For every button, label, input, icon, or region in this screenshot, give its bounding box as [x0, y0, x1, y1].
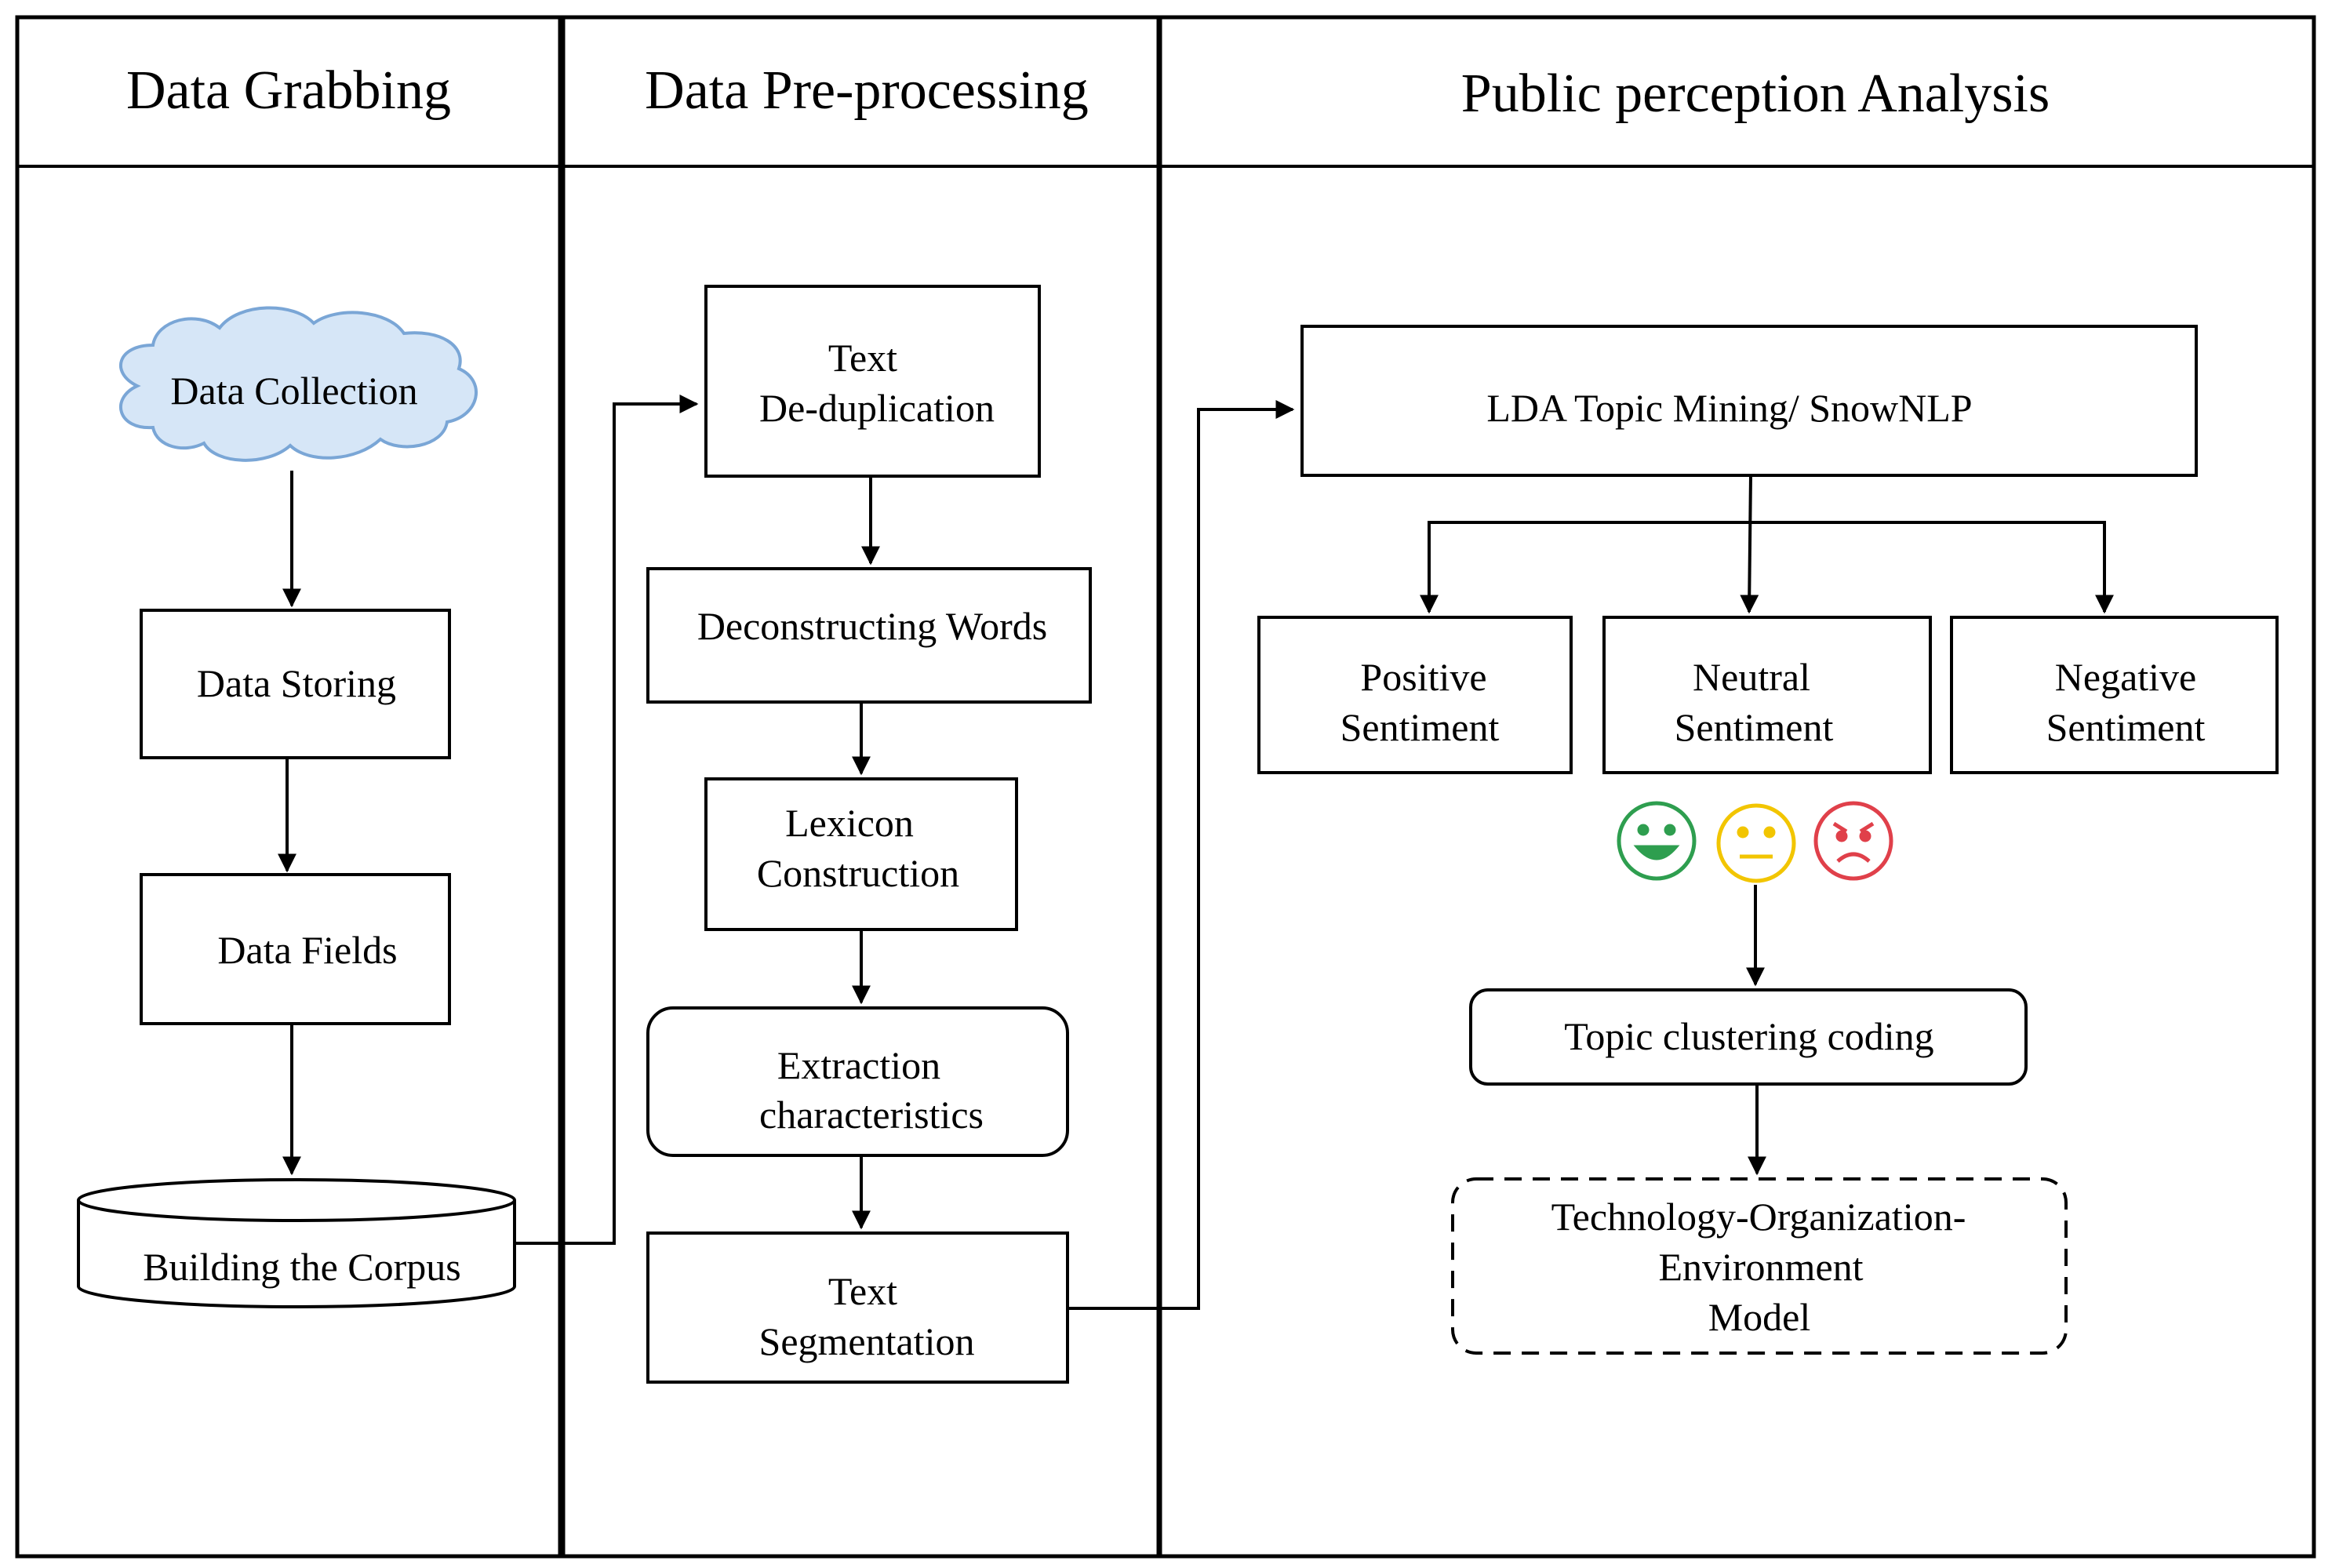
arrow-segmentation-to-lda	[1068, 400, 1295, 1310]
data-fields-label: Data Fields	[217, 928, 397, 972]
extraction-label-1: Extraction	[777, 1043, 940, 1087]
positive-label-1: Positive	[1360, 655, 1486, 699]
building-corpus-node: Building the Corpus	[77, 1178, 516, 1308]
data-collection-node: Data Collection	[118, 306, 478, 462]
negative-label-1: Negative	[2055, 655, 2196, 699]
cloud-shape	[118, 306, 478, 462]
positive-sentiment-node: Positive Sentiment	[1257, 616, 1573, 774]
neutral-face-icon	[1716, 803, 1796, 883]
cylinder-top	[77, 1178, 516, 1222]
extraction-characteristics-node: Extraction characteristics	[646, 1006, 1069, 1157]
text-segmentation-node: Text Segmentation	[646, 1231, 1069, 1384]
segmentation-label-2: Segmentation	[759, 1319, 975, 1363]
lda-node: LDA Topic Mining/ SnowNLP	[1300, 325, 2198, 477]
data-collection-label: Data Collection	[170, 369, 417, 413]
deconstructing-words-label: Deconstructing Words	[697, 604, 1047, 648]
data-storing-node: Data Storing	[140, 609, 451, 759]
lda-label: LDA Topic Mining/ SnowNLP	[1486, 386, 1972, 430]
connectors	[278, 395, 2114, 1310]
cylinder-shape	[77, 1200, 516, 1308]
data-storing-label: Data Storing	[197, 661, 396, 705]
arrow-corpus-to-dedup	[515, 395, 699, 1245]
deconstructing-words-node: Deconstructing Words	[646, 567, 1092, 704]
column-header-preprocessing: Data Pre-processing	[645, 60, 1089, 121]
lexicon-construction-node: Lexicon Construction	[704, 777, 1018, 931]
neutral-label-2: Sentiment	[1675, 705, 1834, 749]
neutral-sentiment-node: Neutral Sentiment	[1602, 616, 1932, 774]
smiley-face-icon	[1617, 801, 1697, 881]
toe-label-1: Technology-Organization-	[1551, 1195, 1966, 1239]
neutral-label-1: Neutral	[1693, 655, 1810, 699]
text-dedup-label-1: Text	[828, 336, 897, 380]
text-dedup-label-2: De-duplication	[759, 386, 995, 430]
text-dedup-node: Text De-duplication	[704, 285, 1041, 478]
column-header-grabbing: Data Grabbing	[126, 60, 451, 121]
building-corpus-label: Building the Corpus	[143, 1245, 461, 1289]
negative-sentiment-node: Negative Sentiment	[1950, 616, 2279, 774]
toe-label-2: Environment	[1658, 1245, 1863, 1289]
data-fields-node: Data Fields	[140, 873, 451, 1025]
topic-clustering-label: Topic clustering coding	[1564, 1014, 1933, 1058]
segmentation-label-1: Text	[828, 1269, 897, 1313]
toe-model-node: Technology-Organization- Environment Mod…	[1451, 1177, 2068, 1355]
column-header-analysis: Public perception Analysis	[1461, 64, 2050, 124]
extraction-label-2: characteristics	[759, 1093, 984, 1137]
arrow-lda-to-negative	[1751, 521, 2114, 614]
lexicon-label-1: Lexicon	[785, 801, 914, 845]
lexicon-label-2: Construction	[757, 851, 959, 895]
topic-clustering-node: Topic clustering coding	[1469, 988, 2028, 1086]
toe-label-3: Model	[1708, 1295, 1811, 1339]
angry-face-icon	[1813, 801, 1893, 881]
arrow-lda-to-neutral	[1740, 475, 1759, 614]
frame	[15, 15, 2316, 1559]
outer-border	[15, 15, 2316, 1559]
negative-label-2: Sentiment	[2046, 705, 2206, 749]
arrow-lda-to-positive	[1420, 521, 1751, 614]
positive-label-2: Sentiment	[1340, 705, 1500, 749]
